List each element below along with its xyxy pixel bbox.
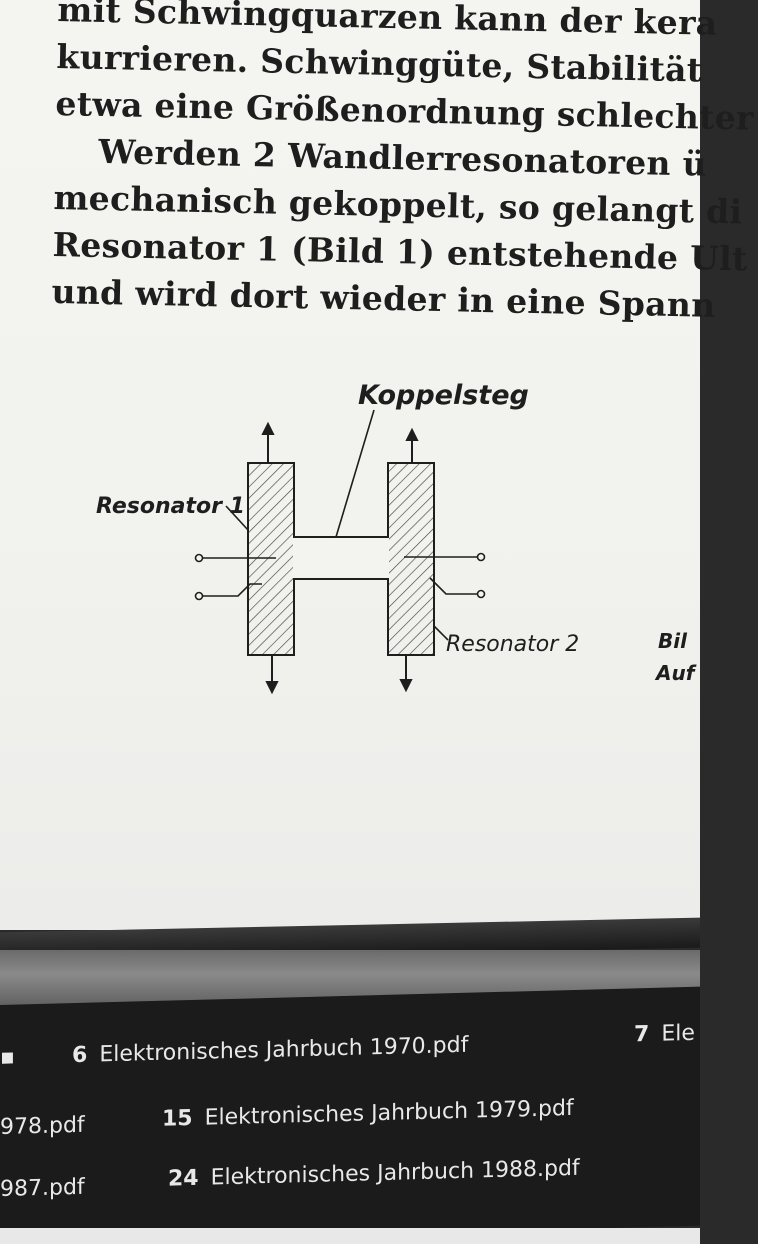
coupling-bar	[293, 536, 389, 580]
leader-line	[335, 409, 375, 538]
file-number: 7	[634, 1021, 650, 1048]
file-link[interactable]: 6 Elektronisches Jahrbuch 1970.pdf	[72, 1033, 468, 1068]
leader-line	[433, 625, 449, 641]
file-number: 6	[72, 1042, 88, 1069]
file-link[interactable]: 987.pdf	[0, 1175, 85, 1202]
file-link[interactable]: 7 Ele	[634, 1021, 695, 1048]
file-name: 987.pdf	[0, 1174, 85, 1202]
file-name: 978.pdf	[0, 1112, 85, 1140]
file-name: Ele	[661, 1020, 695, 1047]
electrode-leads-2	[404, 552, 486, 599]
figure-caption: Bil	[658, 629, 688, 653]
file-number: 15	[162, 1105, 193, 1132]
electrode-leads-1	[194, 553, 276, 601]
file-link[interactable]: 15 Elektronisches Jahrbuch 1979.pdf	[162, 1096, 574, 1132]
document-page: mit Schwingquarzen kann der kera kurrier…	[0, 0, 754, 930]
resonator-diagram: Koppelsteg Resonator 1 Resonator 2 Bil A…	[96, 380, 697, 695]
file-number: 24	[168, 1165, 199, 1192]
file-link[interactable]: 978.pdf	[0, 1113, 85, 1140]
file-name: Elektronisches Jahrbuch 1979.pdf	[204, 1095, 574, 1131]
leader-line	[225, 505, 249, 531]
file-name: Elektronisches Jahrbuch 1988.pdf	[210, 1155, 580, 1191]
row-marker: ▪	[0, 1044, 15, 1070]
label-resonator-2: Resonator 2	[446, 632, 579, 657]
label-koppelsteg: Koppelsteg	[358, 380, 529, 411]
label-resonator-1: Resonator 1	[96, 494, 245, 519]
arrow-icon	[261, 421, 419, 695]
file-link[interactable]: 24 Elektronisches Jahrbuch 1988.pdf	[168, 1156, 580, 1192]
screen-edge	[0, 1228, 700, 1244]
resonator-1-block	[247, 462, 295, 656]
file-name: Elektronisches Jahrbuch 1970.pdf	[99, 1032, 469, 1068]
figure-caption: Auf	[654, 661, 697, 685]
resonator-2-block	[387, 462, 435, 656]
resonator-figure: Koppelsteg Resonator 1 Resonator 2 Bil A…	[96, 380, 697, 695]
